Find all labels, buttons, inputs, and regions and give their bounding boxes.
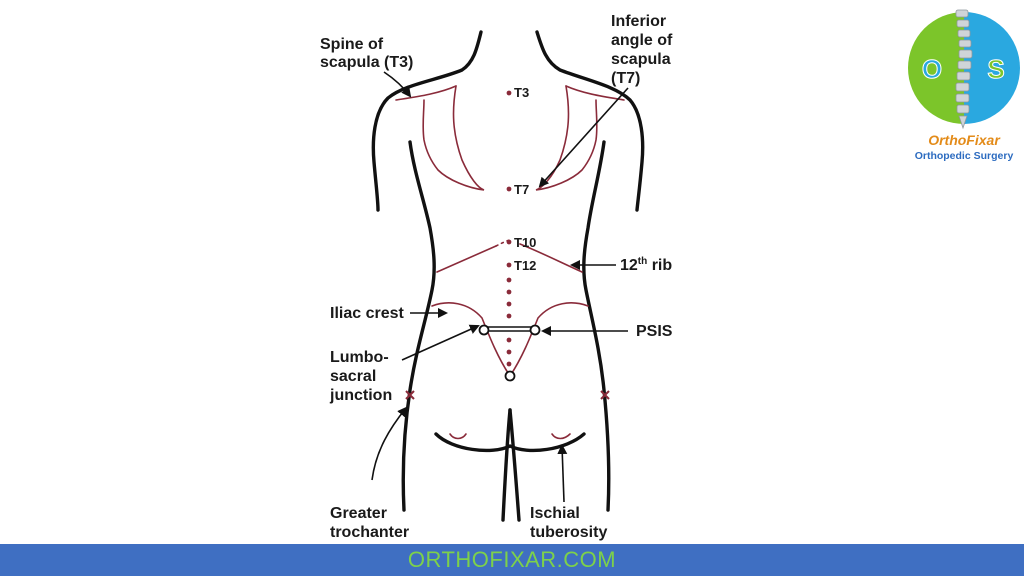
label-12th-rib-number: 12 [620,257,638,274]
left-thigh-inner-outline [501,408,512,522]
left-buttock-fold [449,433,467,440]
vertebra-label-t12: T12 [514,258,536,273]
logo-blue-half [964,12,1020,124]
left-iliac-crest-line [431,302,511,377]
right-iliac-crest-line [509,302,589,377]
pointer-arrows [371,71,629,503]
footer-bar: ORTHOFIXAR.COM [0,544,1024,576]
label-spine-of-scapula-1: Spine of [320,36,384,53]
arrow-inferior-angle [538,87,629,188]
vertebra-labels: T3 T7 T10 T12 [514,85,536,273]
label-12th-rib-suffix: th [638,256,647,267]
vertebra-label-t10: T10 [514,235,536,250]
label-iliac-crest: Iliac crest [330,305,405,322]
neck-right-outline [535,30,645,212]
label-ischial-tuberosity-1: Ischial [530,505,580,522]
logo-green-half [908,12,964,124]
vertebra-label-t3: T3 [514,85,529,100]
spine-icon [955,9,973,130]
footer-site-link[interactable]: ORTHOFIXAR.COM [407,547,617,572]
label-lumbosacral-1: Lumbo- [330,349,389,366]
logo-letter-o: O [922,54,942,84]
label-spine-of-scapula-2: scapula (T3) [320,54,413,71]
right-thigh-inner-outline [508,408,521,522]
logo-title: OrthoFixar [928,132,1000,148]
logo-letter-s: S [987,54,1004,84]
spinous-process-dots [506,90,512,367]
label-greater-trochanter-2: trochanter [330,524,409,541]
right-buttock-fold [551,433,571,440]
neck-left-outline [371,30,483,212]
right-scapula-outline [535,85,598,191]
body-outline [371,30,645,522]
label-12th-rib: 12th rib [620,256,672,274]
right-scapula-spine-line [565,85,625,101]
label-inferior-angle-1: Inferior [611,13,666,30]
label-ischial-tuberosity-2: tuberosity [530,524,607,541]
arrow-spine-of-scapula [383,71,412,98]
label-lumbosacral-3: junction [329,387,392,404]
psis-right-circle [529,324,541,336]
rib12-left-line [436,245,497,273]
arrow-ischial-tuberosity [557,444,568,503]
label-inferior-angle-3: scapula [611,51,671,68]
orthofixar-logo: O S OrthoFixar Orthopedic Surgery [904,4,1024,164]
label-greater-trochanter-1: Greater [330,505,387,522]
label-psis: PSIS [636,323,673,340]
label-inferior-angle-4: (T7) [611,70,640,87]
left-torso-outline [401,140,436,512]
psis-left-circle [478,324,490,336]
right-torso-outline [582,140,611,512]
left-scapula-spine-line [395,85,457,101]
lumbosacral-circle [504,370,516,382]
logo-subtitle: Orthopedic Surgery [914,150,1014,162]
label-12th-rib-word: rib [647,257,672,274]
label-lumbosacral-2: sacral [330,368,376,385]
callout-labels: Spine of scapula (T3) Inferior angle of … [320,13,673,541]
vertebra-label-t7: T7 [514,182,529,197]
left-scapula-outline [422,85,485,191]
arrow-lumbosacral [401,324,480,361]
greater-trochanter-marks [405,390,610,400]
logo-emblem: O S [908,9,1020,130]
arrow-greater-trochanter [371,406,408,481]
label-inferior-angle-2: angle of [611,32,673,49]
landmarks [395,85,625,440]
